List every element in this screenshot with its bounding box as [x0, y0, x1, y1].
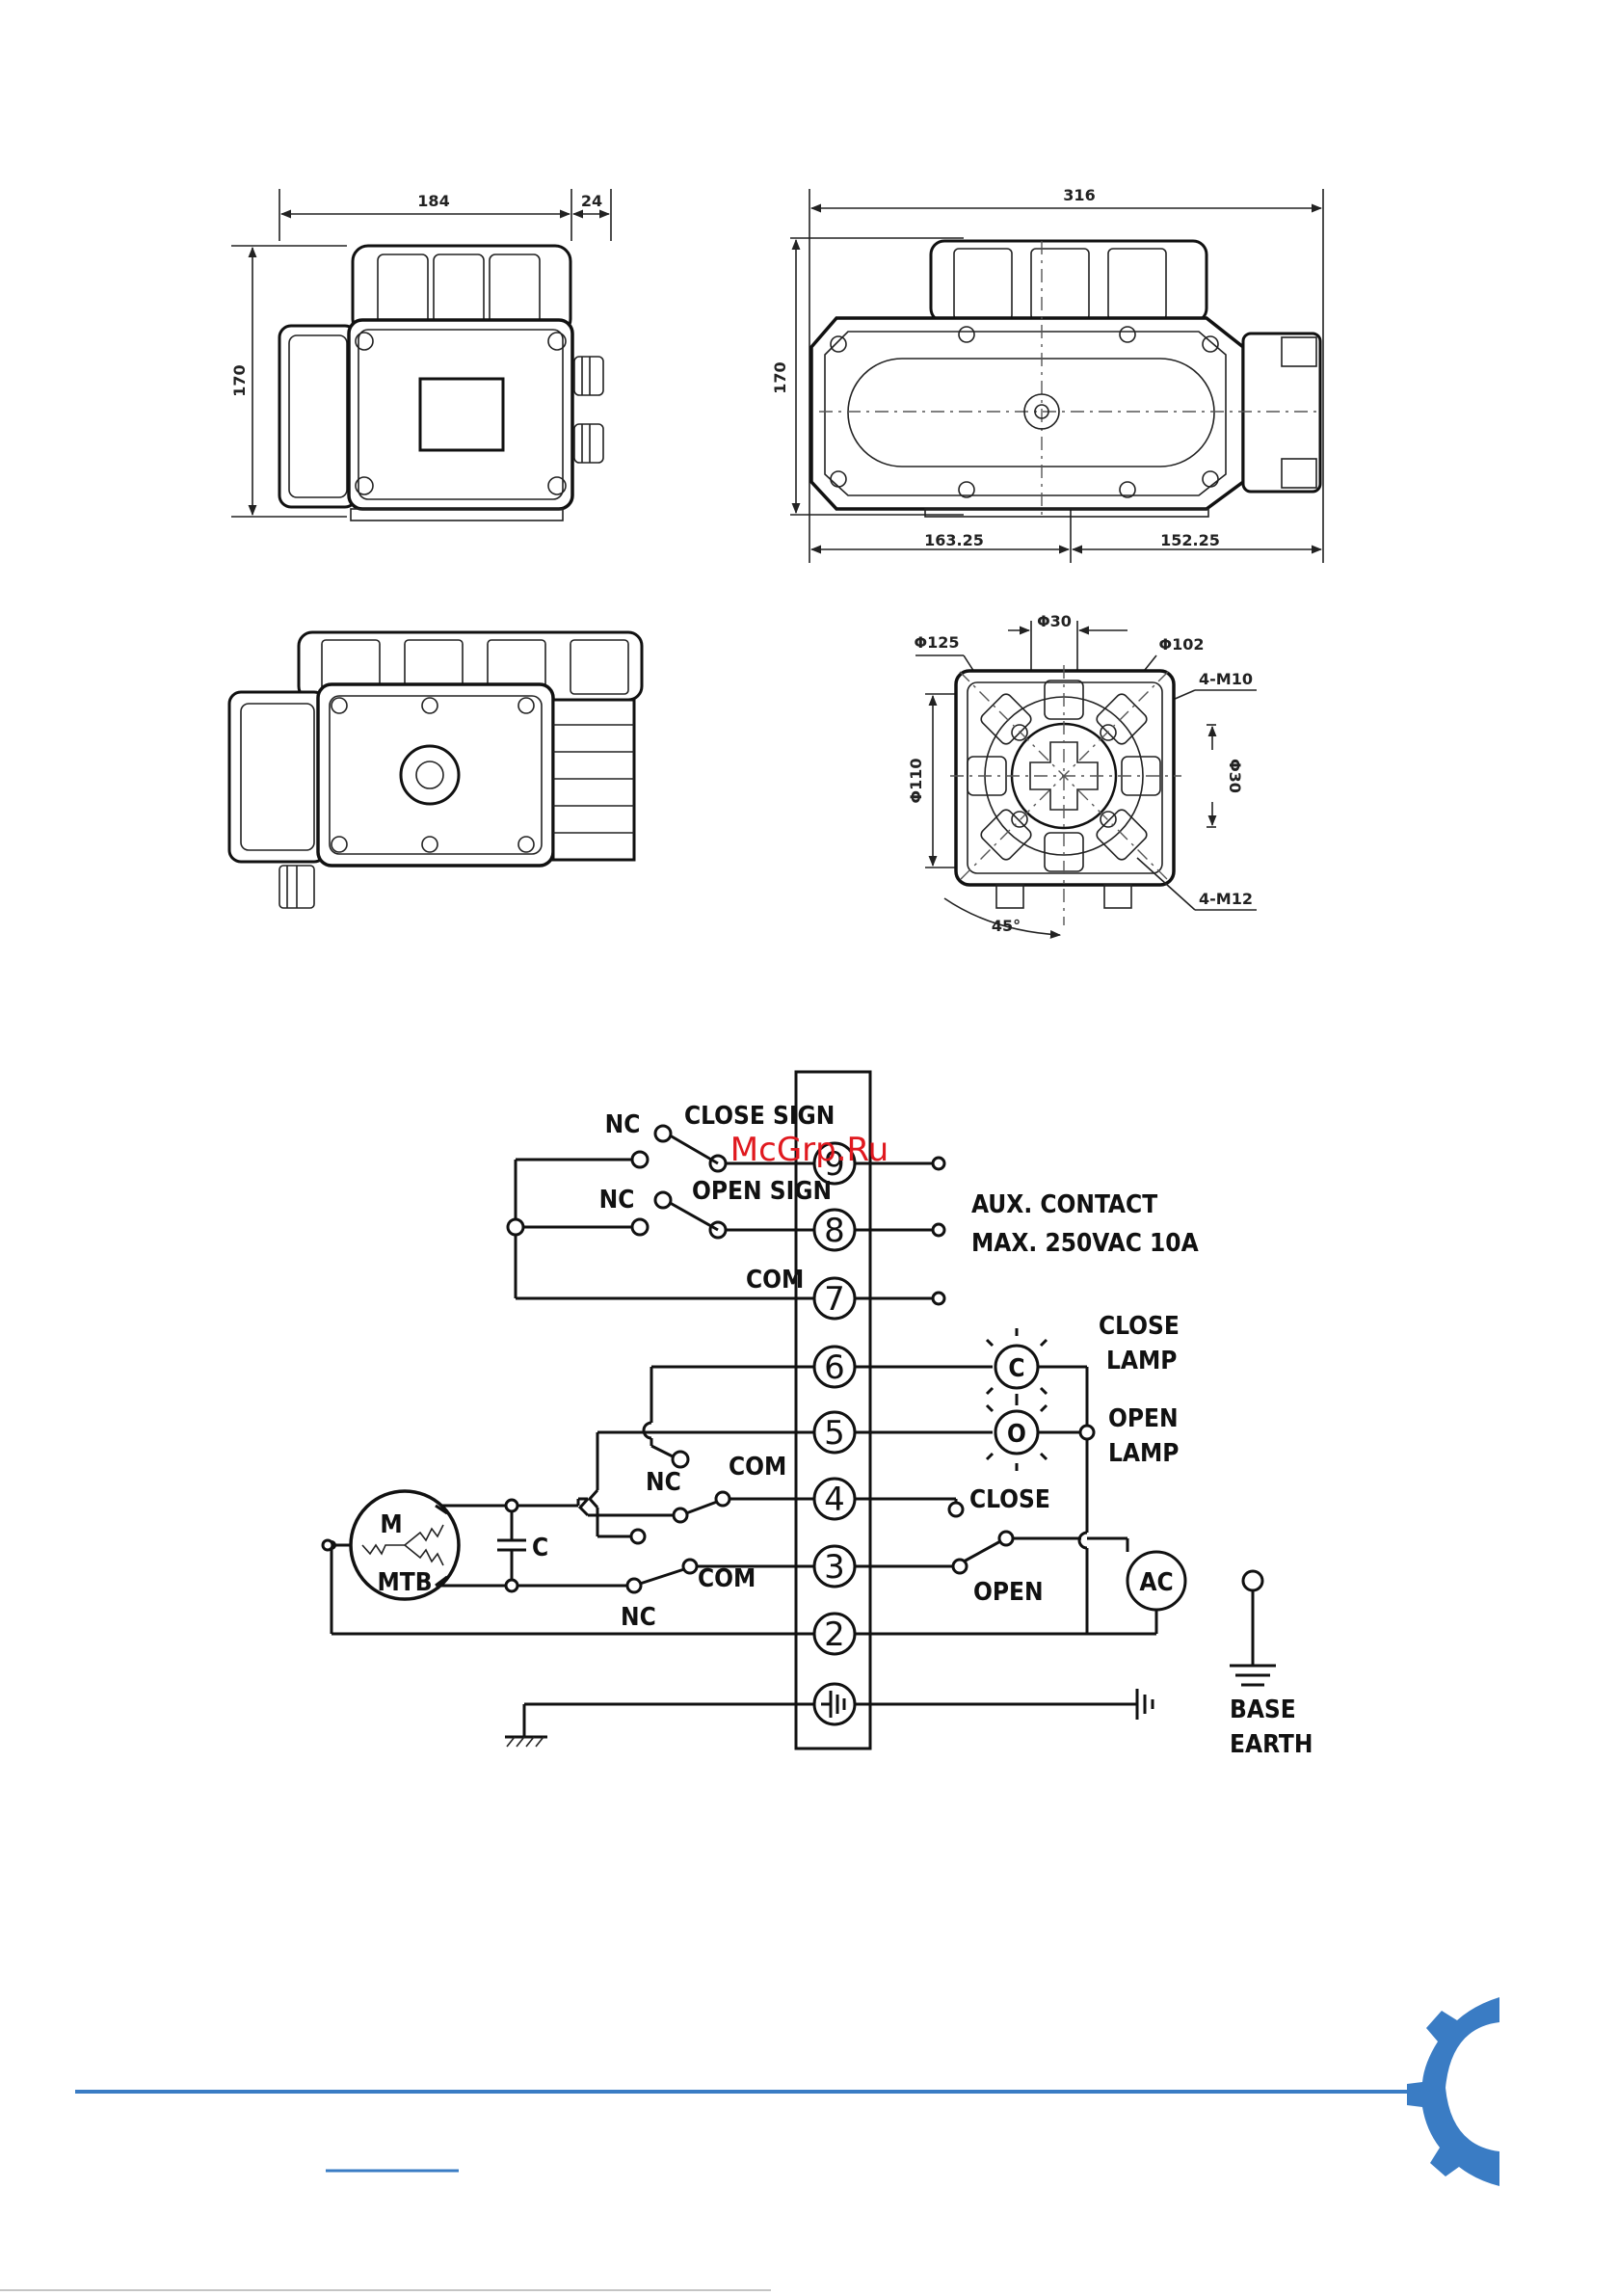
- dim-right-span: 152.25: [1160, 531, 1220, 549]
- wiring-diagram: 9 8 7 6 5 4 3 2 NC NC CLOSE SIGN: [323, 1072, 1313, 1759]
- dim-angle: 45°: [992, 917, 1021, 935]
- dim-bolts-top: 4-M10: [1199, 670, 1253, 688]
- dim-spigot: Φ110: [907, 759, 925, 804]
- dim-pcd-small: Φ102: [1159, 635, 1205, 654]
- flange-view-drawing: Φ30 Φ125 Φ102 4-M10 Φ110 Φ30: [907, 612, 1257, 935]
- open-sign-label: OPEN SIGN: [692, 1177, 832, 1206]
- terminal-2: 2: [814, 1614, 855, 1654]
- top-view-drawing: [229, 632, 642, 908]
- side-view-drawing: 184 24 170: [230, 189, 611, 521]
- svg-text:7: 7: [824, 1280, 845, 1319]
- motor-m-label: M: [380, 1510, 402, 1539]
- terminal-3: 3: [814, 1546, 855, 1587]
- base-earth-label-1: BASE: [1230, 1695, 1296, 1724]
- motor-mtb-label: MTB: [377, 1568, 432, 1597]
- open-switch-label: OPEN: [973, 1578, 1044, 1607]
- dim-extra: 24: [581, 192, 602, 210]
- ac-label: AC: [1139, 1568, 1173, 1597]
- dim-bolts-bottom: 4-M12: [1199, 890, 1253, 908]
- com-limit-close-label: COM: [729, 1453, 786, 1482]
- nc-open-label: NC: [599, 1186, 635, 1215]
- terminal-7: 7: [814, 1278, 855, 1319]
- dim-front-height: 170: [771, 361, 789, 393]
- svg-text:5: 5: [824, 1414, 845, 1453]
- watermark-text: McGrp.Ru: [730, 1131, 889, 1169]
- svg-text:C: C: [1008, 1354, 1024, 1383]
- close-switch-label: CLOSE: [969, 1485, 1050, 1514]
- com-limit-open-label: COM: [698, 1564, 756, 1593]
- dim-height: 170: [230, 364, 249, 396]
- dim-pcd-large: Φ125: [915, 633, 960, 652]
- close-lamp-label-1: CLOSE: [1099, 1312, 1180, 1341]
- com-aux-label: COM: [746, 1266, 804, 1295]
- svg-text:2: 2: [824, 1615, 845, 1654]
- nc-close-label: NC: [605, 1110, 641, 1139]
- front-view-drawing: 316 170 163.25 152.25: [771, 186, 1323, 563]
- dim-shaft-right: Φ30: [1226, 759, 1244, 793]
- close-sign-label: CLOSE SIGN: [684, 1102, 835, 1131]
- svg-text:O: O: [1007, 1420, 1026, 1449]
- svg-text:3: 3: [824, 1548, 845, 1587]
- terminal-earth: [814, 1684, 855, 1724]
- open-lamp-label-1: OPEN: [1108, 1404, 1179, 1433]
- dim-width: 184: [417, 192, 449, 210]
- open-lamp-label-2: LAMP: [1108, 1439, 1179, 1468]
- capacitor-label: C: [532, 1534, 548, 1562]
- nc-limit-close-label: NC: [646, 1468, 681, 1497]
- terminal-6: 6: [814, 1347, 855, 1387]
- nc-limit-open-label: NC: [621, 1603, 656, 1632]
- svg-text:4: 4: [824, 1481, 845, 1519]
- dim-left-span: 163.25: [924, 531, 984, 549]
- terminal-8: 8: [814, 1210, 855, 1250]
- dim-shaft-top: Φ30: [1037, 612, 1072, 630]
- svg-text:6: 6: [824, 1348, 845, 1387]
- gear-logo-icon: [1407, 1978, 1499, 2198]
- base-earth-label-2: EARTH: [1230, 1730, 1313, 1759]
- terminal-4: 4: [814, 1479, 855, 1519]
- svg-text:8: 8: [824, 1212, 845, 1250]
- close-lamp-label-2: LAMP: [1106, 1347, 1177, 1375]
- aux-rating-label: MAX. 250VAC 10A: [971, 1229, 1199, 1258]
- aux-contact-label: AUX. CONTACT: [971, 1190, 1157, 1219]
- terminal-5: 5: [814, 1412, 855, 1453]
- dim-length: 316: [1063, 186, 1095, 204]
